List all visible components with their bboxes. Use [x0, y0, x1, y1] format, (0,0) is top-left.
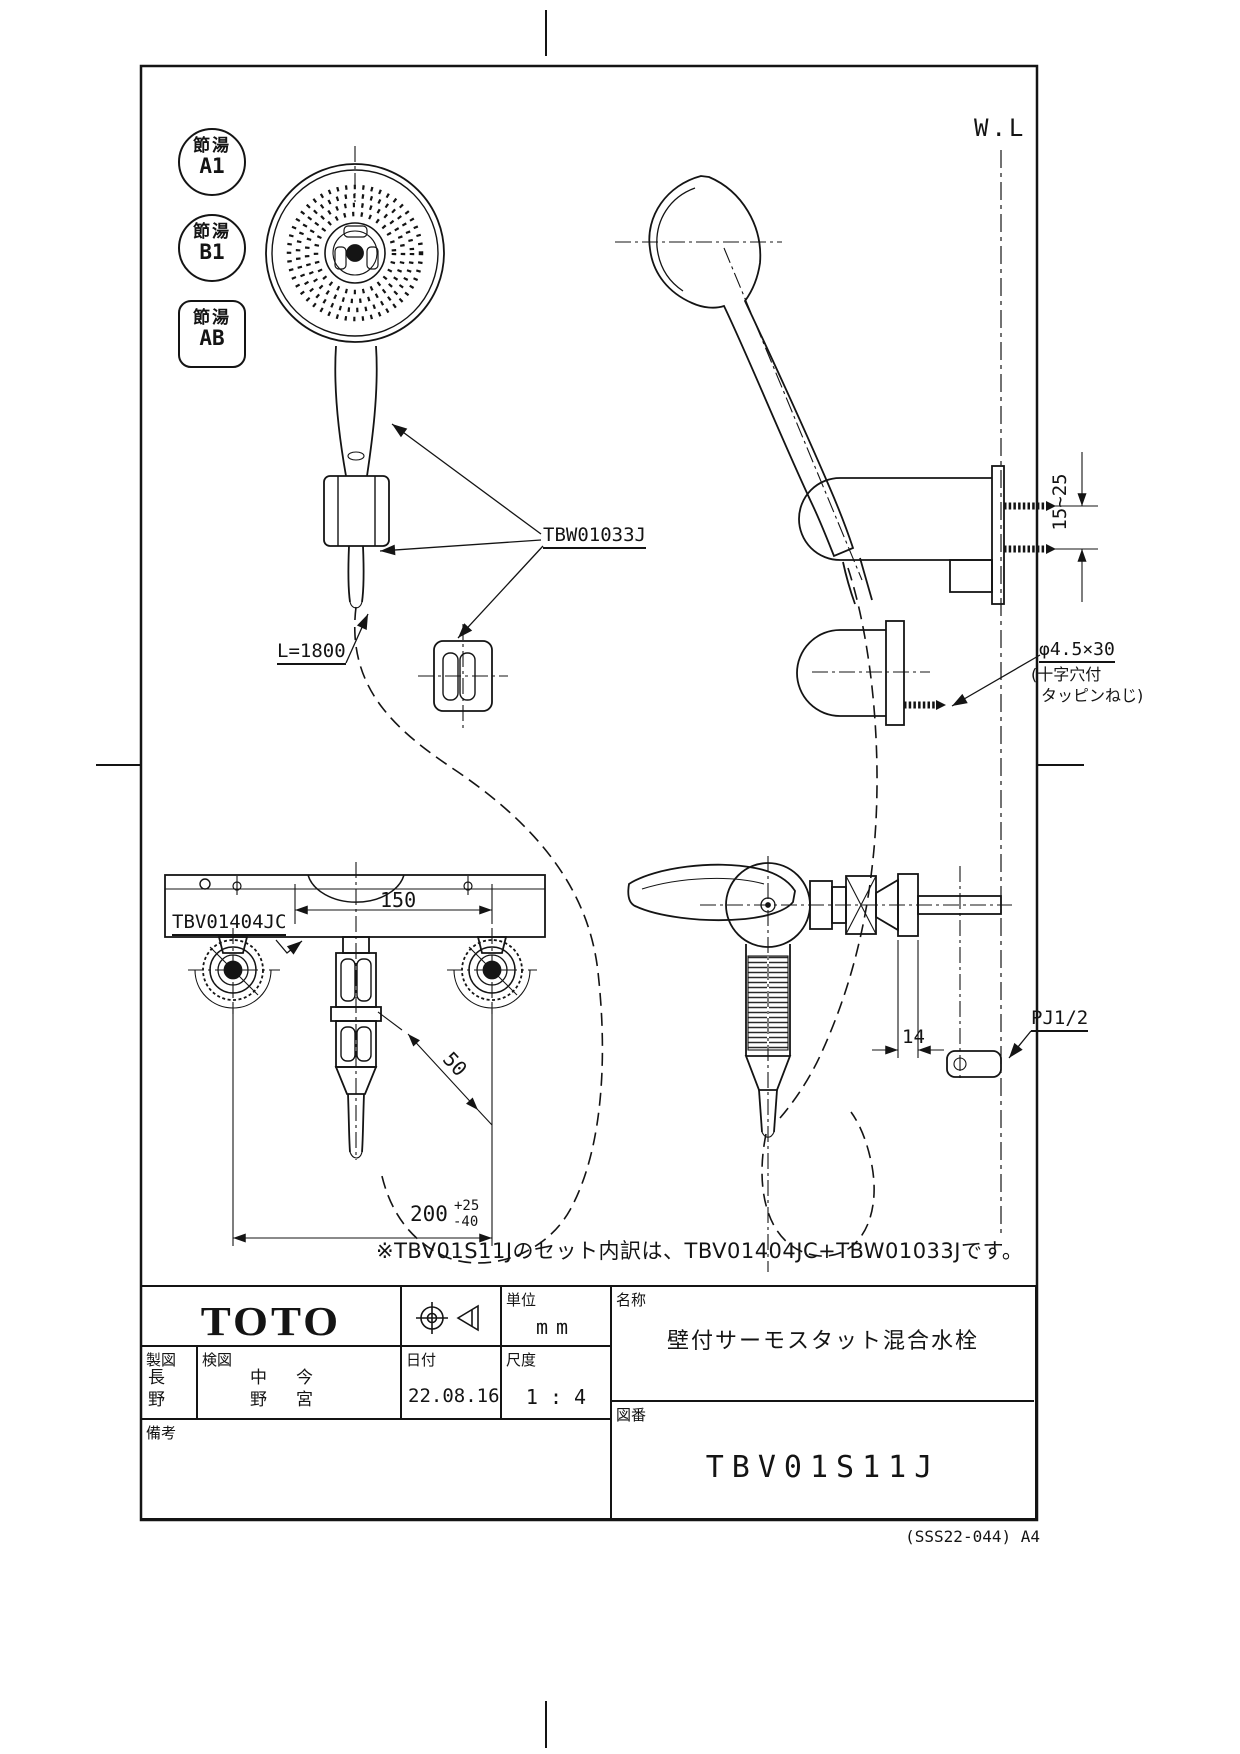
title-block-brand-cell: TOTO [142, 1287, 402, 1347]
thread-type-label: PJ1/2 [1031, 1007, 1089, 1032]
badge-setsuyu-a1: 節湯 A1 [178, 128, 246, 196]
hand-shower-part-label: TBW01033J [543, 524, 646, 549]
mixing-valve-side-view [627, 856, 1032, 1272]
unit-cell: 単位 mm [502, 1287, 612, 1347]
dimension-200-tol-lower: -40 [453, 1214, 479, 1230]
drafter-label: 製図 [146, 1351, 177, 1369]
unit-label: 単位 [506, 1291, 537, 1309]
badge-b1-kanji: 節湯 [193, 222, 231, 242]
projection-symbol-icon [416, 1302, 479, 1334]
badge-ab-kanji: 節湯 [193, 308, 231, 328]
valve-part-label: TBV01404JC [172, 911, 287, 936]
hand-shower-side-view [615, 150, 1056, 1235]
checker-label: 検図 [202, 1351, 233, 1369]
sheet-code: (SSS22-044) A4 [905, 1527, 1040, 1546]
dimension-14-text: 14 [902, 1026, 925, 1048]
set-contents-note: ※TBV01S11Jのセット内訳は、TBV01404JC+TBW01033Jです… [376, 1239, 1024, 1263]
hand-shower-leaders [345, 423, 544, 664]
dimension-200-text: 200 [410, 1202, 448, 1226]
badge-a1-code: A1 [199, 153, 225, 178]
drawing-number-label: 図番 [616, 1406, 647, 1424]
drafter-name: 長野 [148, 1368, 165, 1411]
badge-b1-code: B1 [199, 239, 225, 264]
dimension-screw-depth-text: 15~25 [1049, 473, 1071, 531]
badge-a1-kanji: 節湯 [193, 136, 231, 156]
remarks-cell: 備考 [142, 1420, 612, 1519]
unit-value: mm [535, 1315, 577, 1339]
date-cell: 日付 22.08.16 [402, 1347, 502, 1420]
date-value: 22.08.16 [408, 1385, 500, 1407]
wall-line-label: W.L [974, 114, 1027, 142]
front-view-dimensions [232, 884, 493, 1246]
screw-note-line1: (十字穴付 [1031, 665, 1102, 684]
scale-cell: 尺度 1 : 4 [502, 1347, 612, 1420]
title-block: TOTO 単位 mm 名称 壁付サーモスタット混合水栓 製図 長野 検図 中野 … [140, 1285, 1037, 1520]
drawing-number-value: TBV01S11J [705, 1450, 941, 1485]
mixing-valve-front-view [164, 862, 546, 1160]
date-label: 日付 [406, 1351, 437, 1369]
shower-hose-paths [354, 567, 878, 1264]
checker-name-1: 中野 [250, 1368, 267, 1411]
screw-size-label: φ4.5×30 [1039, 639, 1115, 663]
projection-symbol-cell [402, 1287, 502, 1347]
dimension-screw-depth [1052, 452, 1098, 602]
scale-value: 1 : 4 [525, 1385, 587, 1409]
drawing-number-cell: 図番 TBV01S11J [612, 1402, 1034, 1519]
checker-name-2: 今宮 [296, 1368, 313, 1411]
checker-cell: 検図 中野 今宮 [198, 1347, 402, 1420]
dimension-200-tol-upper: +25 [454, 1198, 480, 1214]
product-name: 壁付サーモスタット混合水栓 [666, 1329, 979, 1354]
dimension-150-text: 150 [380, 888, 417, 912]
hose-length-label: L=1800 [277, 640, 346, 665]
hand-shower-front-view [265, 146, 445, 609]
name-label: 名称 [616, 1291, 647, 1309]
scale-label: 尺度 [506, 1351, 537, 1369]
screw-note-line2: タッピンねじ) [1041, 686, 1144, 705]
badge-setsuyu-ab: 節湯 AB [178, 300, 246, 368]
remarks-label: 備考 [146, 1424, 177, 1442]
spare-holder-front-view [418, 624, 508, 728]
badge-ab-code: AB [199, 325, 225, 350]
screw-leader [951, 654, 1041, 707]
drafter-cell: 製図 長野 [142, 1347, 198, 1420]
sheet-frame [96, 10, 1084, 1748]
toto-logo: TOTO [200, 1298, 342, 1344]
badge-setsuyu-b1: 節湯 B1 [178, 214, 246, 282]
name-cell: 名称 壁付サーモスタット混合水栓 [612, 1287, 1034, 1402]
